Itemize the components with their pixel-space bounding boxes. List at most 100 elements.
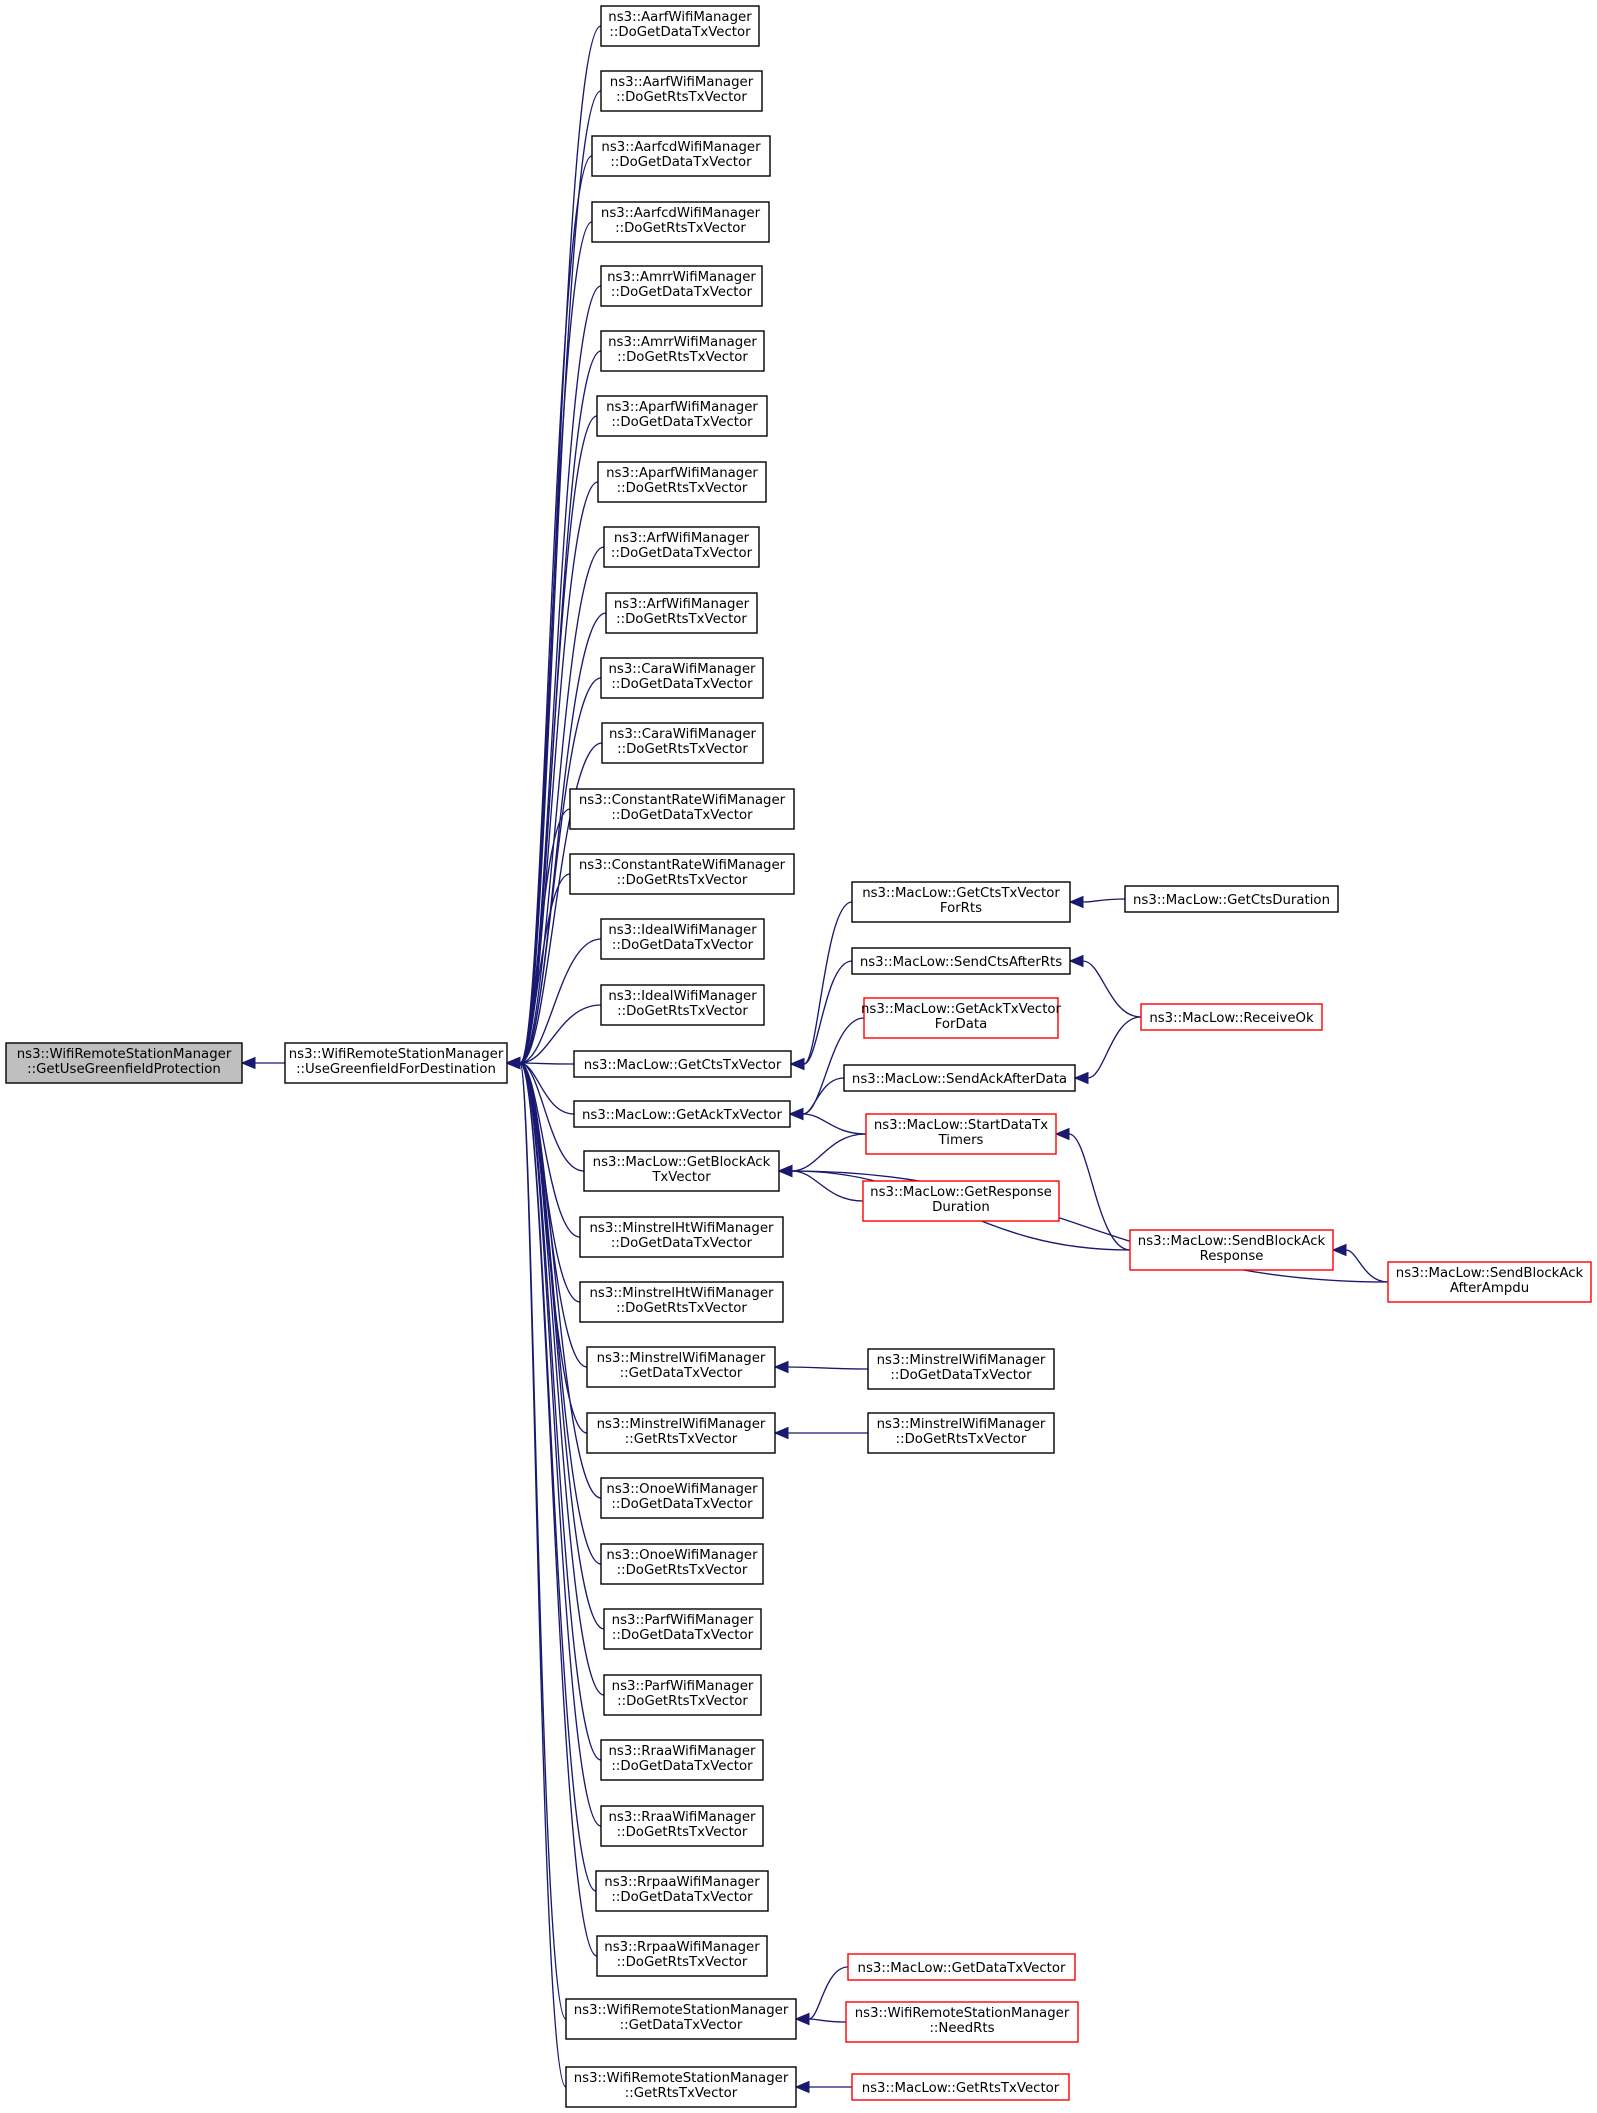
graph-node-aparf-rts[interactable]: ns3::AparfWifiManager::DoGetRtsTxVector bbox=[597, 461, 767, 503]
node-label: AfterAmpdu bbox=[1450, 1281, 1529, 1296]
node-label: ns3::WifiRemoteStationManager bbox=[289, 1047, 504, 1062]
node-label: ns3::AparfWifiManager bbox=[606, 400, 758, 415]
node-box bbox=[867, 1348, 1055, 1390]
graph-node-const-data[interactable]: ns3::ConstantRateWifiManager::DoGetDataT… bbox=[569, 788, 795, 830]
edge-getblockack-to-ugfd bbox=[519, 1062, 585, 1172]
graph-node-onoe-rts[interactable]: ns3::OnoeWifiManager::DoGetRtsTxVector bbox=[600, 1543, 764, 1585]
edge-sendack-to-getack bbox=[802, 1077, 845, 1115]
node-box bbox=[284, 1042, 508, 1084]
node-label: ns3::ArfWifiManager bbox=[614, 531, 750, 546]
graph-node-rrpaa-rts[interactable]: ns3::RrpaaWifiManager::DoGetRtsTxVector bbox=[596, 1935, 768, 1977]
edge-amrr-data-to-ugfd bbox=[519, 285, 602, 1064]
graph-node-getcts[interactable]: ns3::MacLow::GetCtsTxVector bbox=[573, 1050, 792, 1078]
node-label: ::DoGetDataTxVector bbox=[609, 25, 751, 40]
node-label: ns3::RrpaaWifiManager bbox=[604, 1875, 760, 1890]
node-box bbox=[600, 5, 760, 47]
graph-node-aarf-rts[interactable]: ns3::AarfWifiManager::DoGetRtsTxVector bbox=[600, 70, 763, 112]
node-box bbox=[600, 70, 763, 112]
graph-node-wrsm-getrts[interactable]: ns3::WifiRemoteStationManager::GetRtsTxV… bbox=[565, 2066, 797, 2108]
node-label: ns3::MinstrelHtWifiManager bbox=[590, 1221, 775, 1236]
graph-node-arf-data[interactable]: ns3::ArfWifiManager::DoGetDataTxVector bbox=[603, 526, 760, 568]
graph-node-cara-data[interactable]: ns3::CaraWifiManager::DoGetDataTxVector bbox=[600, 657, 764, 699]
graph-node-ml-getdata[interactable]: ns3::MacLow::GetDataTxVector bbox=[847, 1953, 1076, 1981]
graph-node-amrr-data[interactable]: ns3::AmrrWifiManager::DoGetDataTxVector bbox=[600, 265, 763, 307]
node-label: ::DoGetDataTxVector bbox=[890, 1368, 1032, 1383]
graph-node-onoe-data[interactable]: ns3::OnoeWifiManager::DoGetDataTxVector bbox=[600, 1477, 764, 1519]
node-label: ns3::OnoeWifiManager bbox=[606, 1548, 758, 1563]
graph-node-mht-data[interactable]: ns3::MinstrelHtWifiManager::DoGetDataTxV… bbox=[579, 1216, 784, 1258]
graph-node-ideal-data[interactable]: ns3::IdealWifiManager::DoGetDataTxVector bbox=[600, 918, 765, 960]
graph-node-minstrel-getrts[interactable]: ns3::MinstrelWifiManager::GetRtsTxVector bbox=[586, 1412, 776, 1454]
edge-const-rts-to-ugfd bbox=[519, 873, 571, 1064]
graph-node-parf-rts[interactable]: ns3::ParfWifiManager::DoGetRtsTxVector bbox=[603, 1674, 762, 1716]
node-label: ns3::RrpaaWifiManager bbox=[604, 1940, 760, 1955]
graph-node-arf-rts[interactable]: ns3::ArfWifiManager::DoGetRtsTxVector bbox=[605, 592, 758, 634]
node-box bbox=[569, 853, 795, 895]
node-label: ns3::MacLow::GetResponse bbox=[870, 1185, 1052, 1200]
node-box bbox=[579, 1216, 784, 1258]
node-label: ns3::AarfWifiManager bbox=[608, 10, 752, 25]
graph-node-rraa-data[interactable]: ns3::RraaWifiManager::DoGetDataTxVector bbox=[600, 1739, 764, 1781]
arrowhead-icon bbox=[1054, 1127, 1070, 1141]
node-box bbox=[5, 1042, 243, 1084]
node-box bbox=[600, 1477, 764, 1519]
node-label: ::DoGetRtsTxVector bbox=[616, 1301, 747, 1316]
node-box bbox=[597, 461, 767, 503]
graph-node-minstrel-dodata[interactable]: ns3::MinstrelWifiManager::DoGetDataTxVec… bbox=[867, 1348, 1055, 1390]
graph-node-amrr-rts[interactable]: ns3::AmrrWifiManager::DoGetRtsTxVector bbox=[600, 330, 765, 372]
graph-node-aarfcd-data[interactable]: ns3::AarfcdWifiManager::DoGetDataTxVecto… bbox=[591, 135, 771, 177]
edge-aarf-rts-to-ugfd bbox=[519, 90, 602, 1064]
graph-node-aarfcd-rts[interactable]: ns3::AarfcdWifiManager::DoGetRtsTxVector bbox=[591, 201, 770, 243]
graph-node-ugfd[interactable]: ns3::WifiRemoteStationManager::UseGreenf… bbox=[284, 1042, 508, 1084]
graph-node-const-rts[interactable]: ns3::ConstantRateWifiManager::DoGetRtsTx… bbox=[569, 853, 795, 895]
node-box bbox=[1129, 1229, 1334, 1271]
graph-node-sendcts[interactable]: ns3::MacLow::SendCtsAfterRts bbox=[851, 947, 1071, 975]
graph-node-cara-rts[interactable]: ns3::CaraWifiManager::DoGetRtsTxVector bbox=[601, 722, 764, 764]
arrowhead-icon bbox=[1068, 895, 1084, 909]
node-label: ::GetUseGreenfieldProtection bbox=[27, 1062, 221, 1077]
arrowhead-icon bbox=[788, 1107, 804, 1121]
node-box bbox=[867, 1412, 1055, 1454]
graph-node-getack[interactable]: ns3::MacLow::GetAckTxVector bbox=[573, 1100, 791, 1128]
node-label: ::GetRtsTxVector bbox=[625, 2086, 738, 2101]
node-label: ns3::WifiRemoteStationManager bbox=[574, 2071, 789, 2086]
graph-node-aparf-data[interactable]: ns3::AparfWifiManager::DoGetDataTxVector bbox=[596, 395, 768, 437]
graph-node-ideal-rts[interactable]: ns3::IdealWifiManager::DoGetRtsTxVector bbox=[600, 984, 765, 1026]
graph-node-minstrel-getdata[interactable]: ns3::MinstrelWifiManager::GetDataTxVecto… bbox=[586, 1346, 776, 1388]
edge-receiveok-to-sendack bbox=[1087, 1016, 1142, 1079]
graph-node-aarf-data[interactable]: ns3::AarfWifiManager::DoGetDataTxVector bbox=[600, 5, 760, 47]
edge-startdata-to-getblockack bbox=[791, 1133, 867, 1172]
graph-node-mht-rts[interactable]: ns3::MinstrelHtWifiManager::DoGetRtsTxVe… bbox=[579, 1281, 784, 1323]
graph-node-needrts[interactable]: ns3::WifiRemoteStationManager::NeedRts bbox=[845, 2001, 1079, 2043]
graph-node-getctsdur[interactable]: ns3::MacLow::GetCtsDuration bbox=[1124, 885, 1339, 913]
node-box bbox=[843, 1064, 1076, 1092]
node-label: ns3::MinstrelWifiManager bbox=[597, 1351, 766, 1366]
graph-node-ml-getrts[interactable]: ns3::MacLow::GetRtsTxVector bbox=[851, 2073, 1070, 2101]
arrowhead-icon bbox=[789, 1057, 805, 1071]
node-label: ns3::IdealWifiManager bbox=[608, 989, 757, 1004]
node-label: ::GetDataTxVector bbox=[620, 1366, 743, 1381]
node-label: ns3::ConstantRateWifiManager bbox=[579, 858, 786, 873]
node-label: ns3::AmrrWifiManager bbox=[608, 335, 757, 350]
node-label: ::NeedRts bbox=[929, 2021, 994, 2036]
graph-node-sendack[interactable]: ns3::MacLow::SendAckAfterData bbox=[843, 1064, 1076, 1092]
node-label: ::DoGetRtsTxVector bbox=[617, 1004, 748, 1019]
graph-node-receiveok[interactable]: ns3::MacLow::ReceiveOk bbox=[1140, 1003, 1323, 1031]
node-box bbox=[847, 1953, 1076, 1981]
graph-node-minstrel-dorts[interactable]: ns3::MinstrelWifiManager::DoGetRtsTxVect… bbox=[867, 1412, 1055, 1454]
graph-node-rrpaa-data[interactable]: ns3::RrpaaWifiManager::DoGetDataTxVector bbox=[595, 1870, 769, 1912]
arrowhead-icon bbox=[1068, 954, 1084, 968]
graph-node-parf-data[interactable]: ns3::ParfWifiManager::DoGetDataTxVector bbox=[603, 1608, 762, 1650]
graph-node-rraa-rts[interactable]: ns3::RraaWifiManager::DoGetRtsTxVector bbox=[600, 1805, 764, 1847]
edge-cara-data-to-ugfd bbox=[519, 677, 602, 1064]
graph-node-wrsm-getdata[interactable]: ns3::WifiRemoteStationManager::GetDataTx… bbox=[565, 1998, 797, 2040]
call-graph-edges bbox=[240, 25, 1389, 2094]
